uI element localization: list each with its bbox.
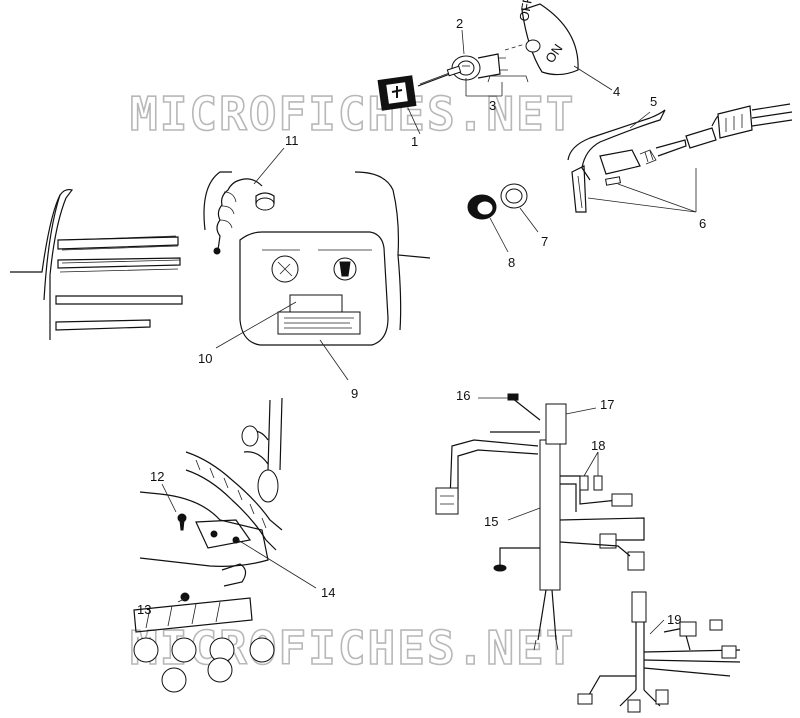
throttle-switch-body: [599, 149, 641, 175]
throttle-switch-assy: [567, 103, 793, 213]
console-decal-small: [289, 294, 343, 314]
harness-trunk: [539, 439, 561, 591]
callout-2: 2: [456, 16, 463, 31]
harness-connector-17: [545, 403, 567, 445]
callout-9: 9: [351, 386, 358, 401]
plate-off-label: OFF: [516, 0, 535, 23]
callout-14: 14: [321, 585, 335, 600]
callout-15: 15: [484, 514, 498, 529]
callout-5: 5: [650, 94, 657, 109]
callout-4: 4: [613, 84, 620, 99]
callout-10: 10: [198, 351, 212, 366]
callout-12: 12: [150, 469, 164, 484]
callout-1: 1: [411, 134, 418, 149]
callout-13: 13: [137, 602, 151, 617]
main-harness: [435, 393, 645, 651]
callout-6: 6: [699, 216, 706, 231]
key-switch-group: OFF ON: [377, 0, 579, 111]
callout-19: 19: [667, 612, 681, 627]
callout-3: 3: [489, 98, 496, 113]
steering-bracket: [133, 397, 283, 693]
push-nut: [180, 592, 190, 602]
callout-16: 16: [456, 388, 470, 403]
plate-on-label: ON: [542, 41, 565, 66]
leader-lines: [161, 29, 697, 635]
callout-7: 7: [541, 234, 548, 249]
callout-11: 11: [285, 133, 299, 148]
nut-washer: [467, 183, 528, 220]
dash-console: [203, 171, 431, 346]
watermark-bottom: MICROFICHES.NET: [130, 621, 575, 675]
hood-left: [10, 188, 183, 340]
sub-harness: [577, 591, 741, 713]
callout-18: 18: [591, 438, 605, 453]
tether-cord: [213, 178, 275, 255]
callout-8: 8: [508, 255, 515, 270]
watermark-top: MICROFICHES.NET: [130, 87, 575, 141]
callout-numbers: 1 2 3 4 5 6 7 8 9 10 11 12 13 14 15 16 1…: [137, 16, 706, 627]
callout-17: 17: [600, 397, 614, 412]
